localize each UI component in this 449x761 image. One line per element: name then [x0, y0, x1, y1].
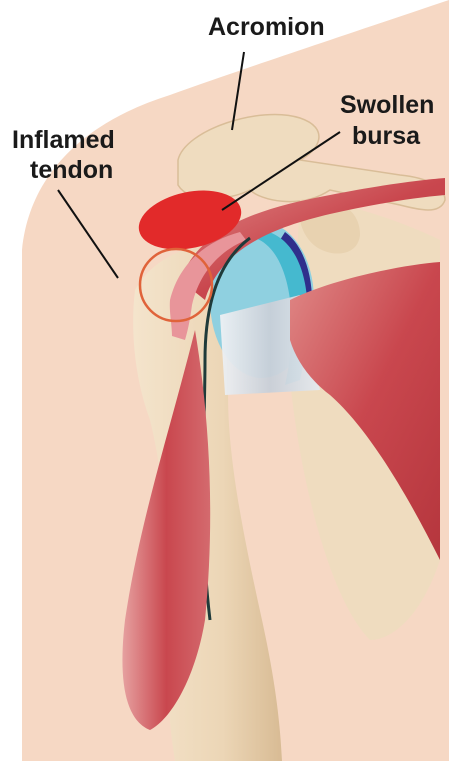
- label-swollen-bursa-line1: Swollen: [340, 91, 434, 119]
- label-inflamed-tendon-line2: tendon: [30, 156, 113, 184]
- label-swollen-bursa-line2: bursa: [352, 122, 421, 150]
- label-acromion: Acromion: [208, 13, 325, 41]
- label-inflamed-tendon-line1: Inflamed: [12, 126, 115, 154]
